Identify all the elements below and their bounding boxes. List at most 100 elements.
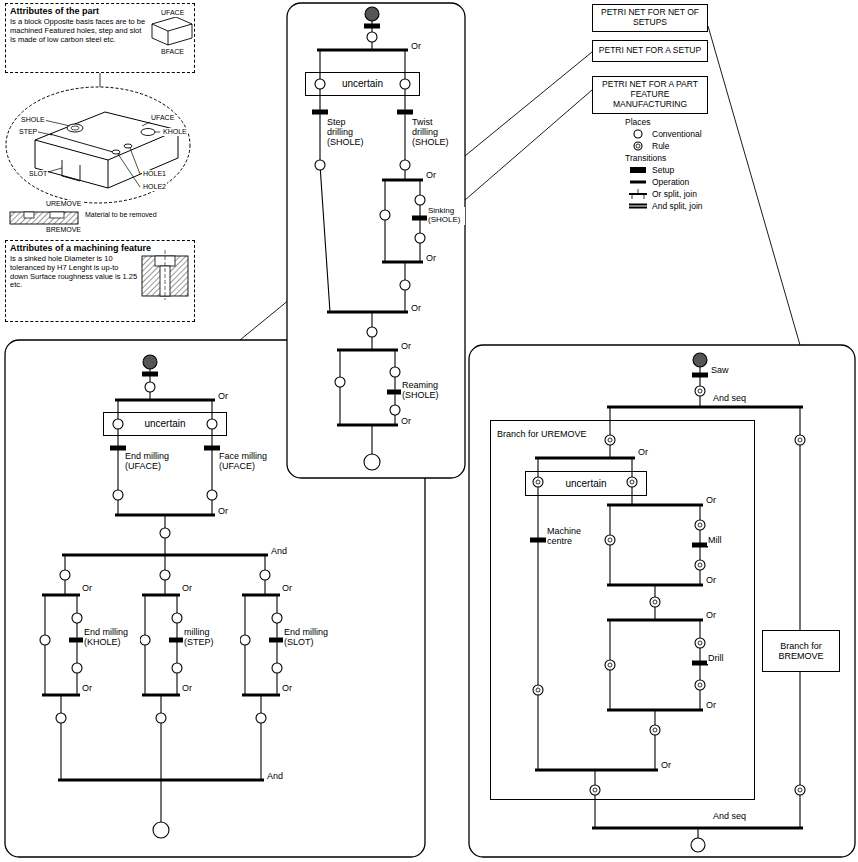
split-join-bar (142, 594, 180, 597)
rule-place-mark (636, 144, 640, 148)
part-callout: BFACE (160, 48, 185, 56)
transition-label: End milling (SLOT) (283, 628, 340, 648)
arc-line (48, 168, 62, 172)
arc-line (594, 770, 595, 828)
part-callout: HOLE1 (142, 170, 167, 178)
arc-line (50, 134, 120, 154)
transition-bar (364, 24, 380, 29)
place (160, 570, 170, 580)
title-box: PETRI NET FOR A PART FEATURE MANUFACTURI… (592, 76, 708, 114)
box-label: Branch for BREMOVE (767, 641, 835, 662)
transition-label: Or (637, 448, 649, 458)
arc-line (152, 17, 192, 31)
transition-label: End milling (KHOLE) (83, 628, 140, 648)
start-token (365, 7, 379, 21)
place (415, 195, 425, 205)
place (390, 405, 400, 415)
transition-bar (692, 373, 708, 378)
split-join-bar (607, 619, 703, 622)
transition-label: Or (705, 496, 717, 506)
rule-place-mark (593, 788, 597, 792)
place (605, 660, 615, 670)
transition-label: Drill (707, 654, 725, 664)
box-label: PETRI NET FOR NET OF SETUPS (597, 8, 703, 28)
transition-bar (412, 216, 428, 221)
legend-entry: Or split, join (652, 188, 697, 200)
place (153, 822, 169, 838)
split-join-bar (592, 827, 803, 830)
split-join-bar (242, 694, 280, 697)
legend-entry: And split, join (652, 200, 703, 212)
transition-bar (692, 543, 708, 548)
transition-label: Or (281, 584, 293, 594)
place (533, 685, 543, 695)
transition-label: And (270, 547, 288, 557)
split-join-bar (337, 424, 398, 427)
place (367, 327, 377, 337)
zoom-ellipse (6, 87, 190, 203)
transition-bar (204, 446, 220, 451)
arc-line (60, 695, 61, 780)
net-panel (469, 345, 855, 857)
place (795, 785, 805, 795)
place (272, 613, 282, 623)
place (650, 725, 660, 735)
transition-label: Or (217, 507, 229, 517)
transition-label: Or (425, 171, 437, 181)
transition-label: Or (81, 584, 93, 594)
part-callout: SHOLE (20, 116, 46, 124)
box-label: uncertain (142, 418, 187, 430)
transition-label: Or (410, 42, 422, 52)
rule-place-mark (798, 788, 802, 792)
transition-label: Or (705, 701, 717, 711)
split-join-bar (535, 769, 658, 772)
arc-line (384, 180, 385, 262)
place (260, 570, 270, 580)
arc-line (537, 458, 538, 770)
place (172, 663, 182, 673)
place (650, 597, 660, 607)
place (72, 613, 82, 623)
transition-label: Or (400, 417, 412, 427)
place (695, 680, 705, 690)
arc-line (38, 132, 52, 135)
transition-label: Or (425, 254, 437, 264)
split-join-bar (607, 504, 703, 507)
arc-line (118, 154, 140, 187)
box-body: Is a block Opposite basis faces are to b… (10, 18, 148, 44)
part-callout: HOLE2 (142, 183, 167, 191)
split-join-bar (607, 709, 703, 712)
place (400, 79, 410, 89)
box-label: uncertain (340, 78, 385, 90)
place (634, 142, 642, 150)
transition-label: Or (181, 584, 193, 594)
material-notch (50, 212, 64, 218)
rule-place-mark (698, 683, 702, 687)
transition-label: milling (STEP) (183, 628, 240, 648)
arc-line (35, 112, 178, 160)
transition-label: Face milling (UFACE) (218, 452, 280, 472)
arc-line (465, 90, 592, 200)
arc-line (176, 595, 177, 695)
transition-label: Machine centre (546, 527, 592, 547)
or-sample (629, 193, 647, 195)
place (156, 713, 166, 723)
split-join-bar (42, 694, 80, 697)
split-join-bar (535, 457, 635, 460)
place (380, 210, 390, 220)
place (400, 160, 410, 170)
place (400, 280, 410, 290)
rule-place-mark (608, 538, 612, 542)
arc-line (419, 180, 420, 262)
place (315, 79, 325, 89)
place (113, 419, 123, 429)
box-label: PETRI NET FOR A SETUP (599, 46, 701, 56)
place (695, 520, 705, 530)
uncertain-box: uncertain (103, 412, 227, 436)
transition-label: Or (181, 684, 193, 694)
place (207, 419, 217, 429)
rule-place-mark (536, 688, 540, 692)
place (695, 560, 705, 570)
title-box: PETRI NET FOR NET OF SETUPS (592, 4, 708, 32)
